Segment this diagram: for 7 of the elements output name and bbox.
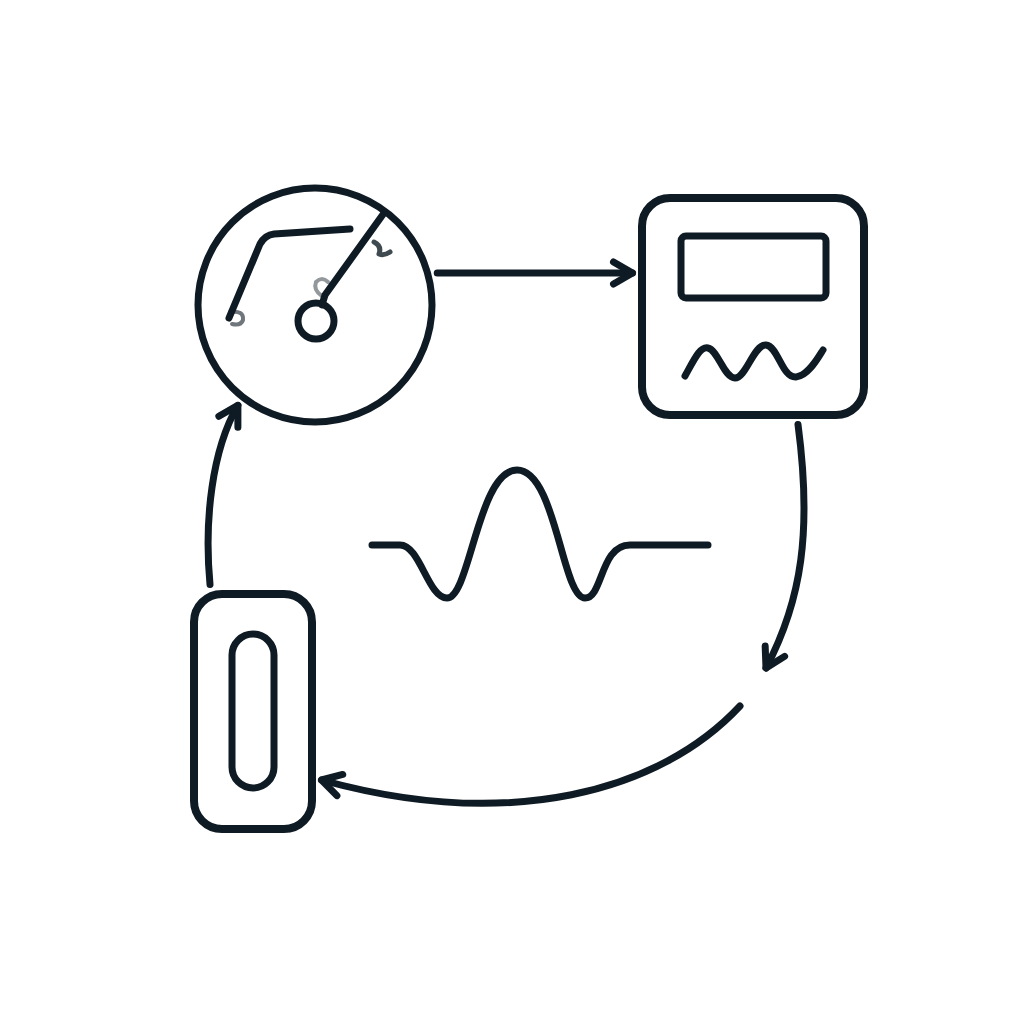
curved-arrow <box>204 401 243 588</box>
cartridge-picture <box>188 588 318 835</box>
curved-arrow <box>318 702 744 807</box>
monitor-screen-picture <box>636 192 870 422</box>
gauge-dial-picture <box>194 184 436 426</box>
curved-arrow <box>761 421 808 672</box>
arrow <box>433 258 636 288</box>
